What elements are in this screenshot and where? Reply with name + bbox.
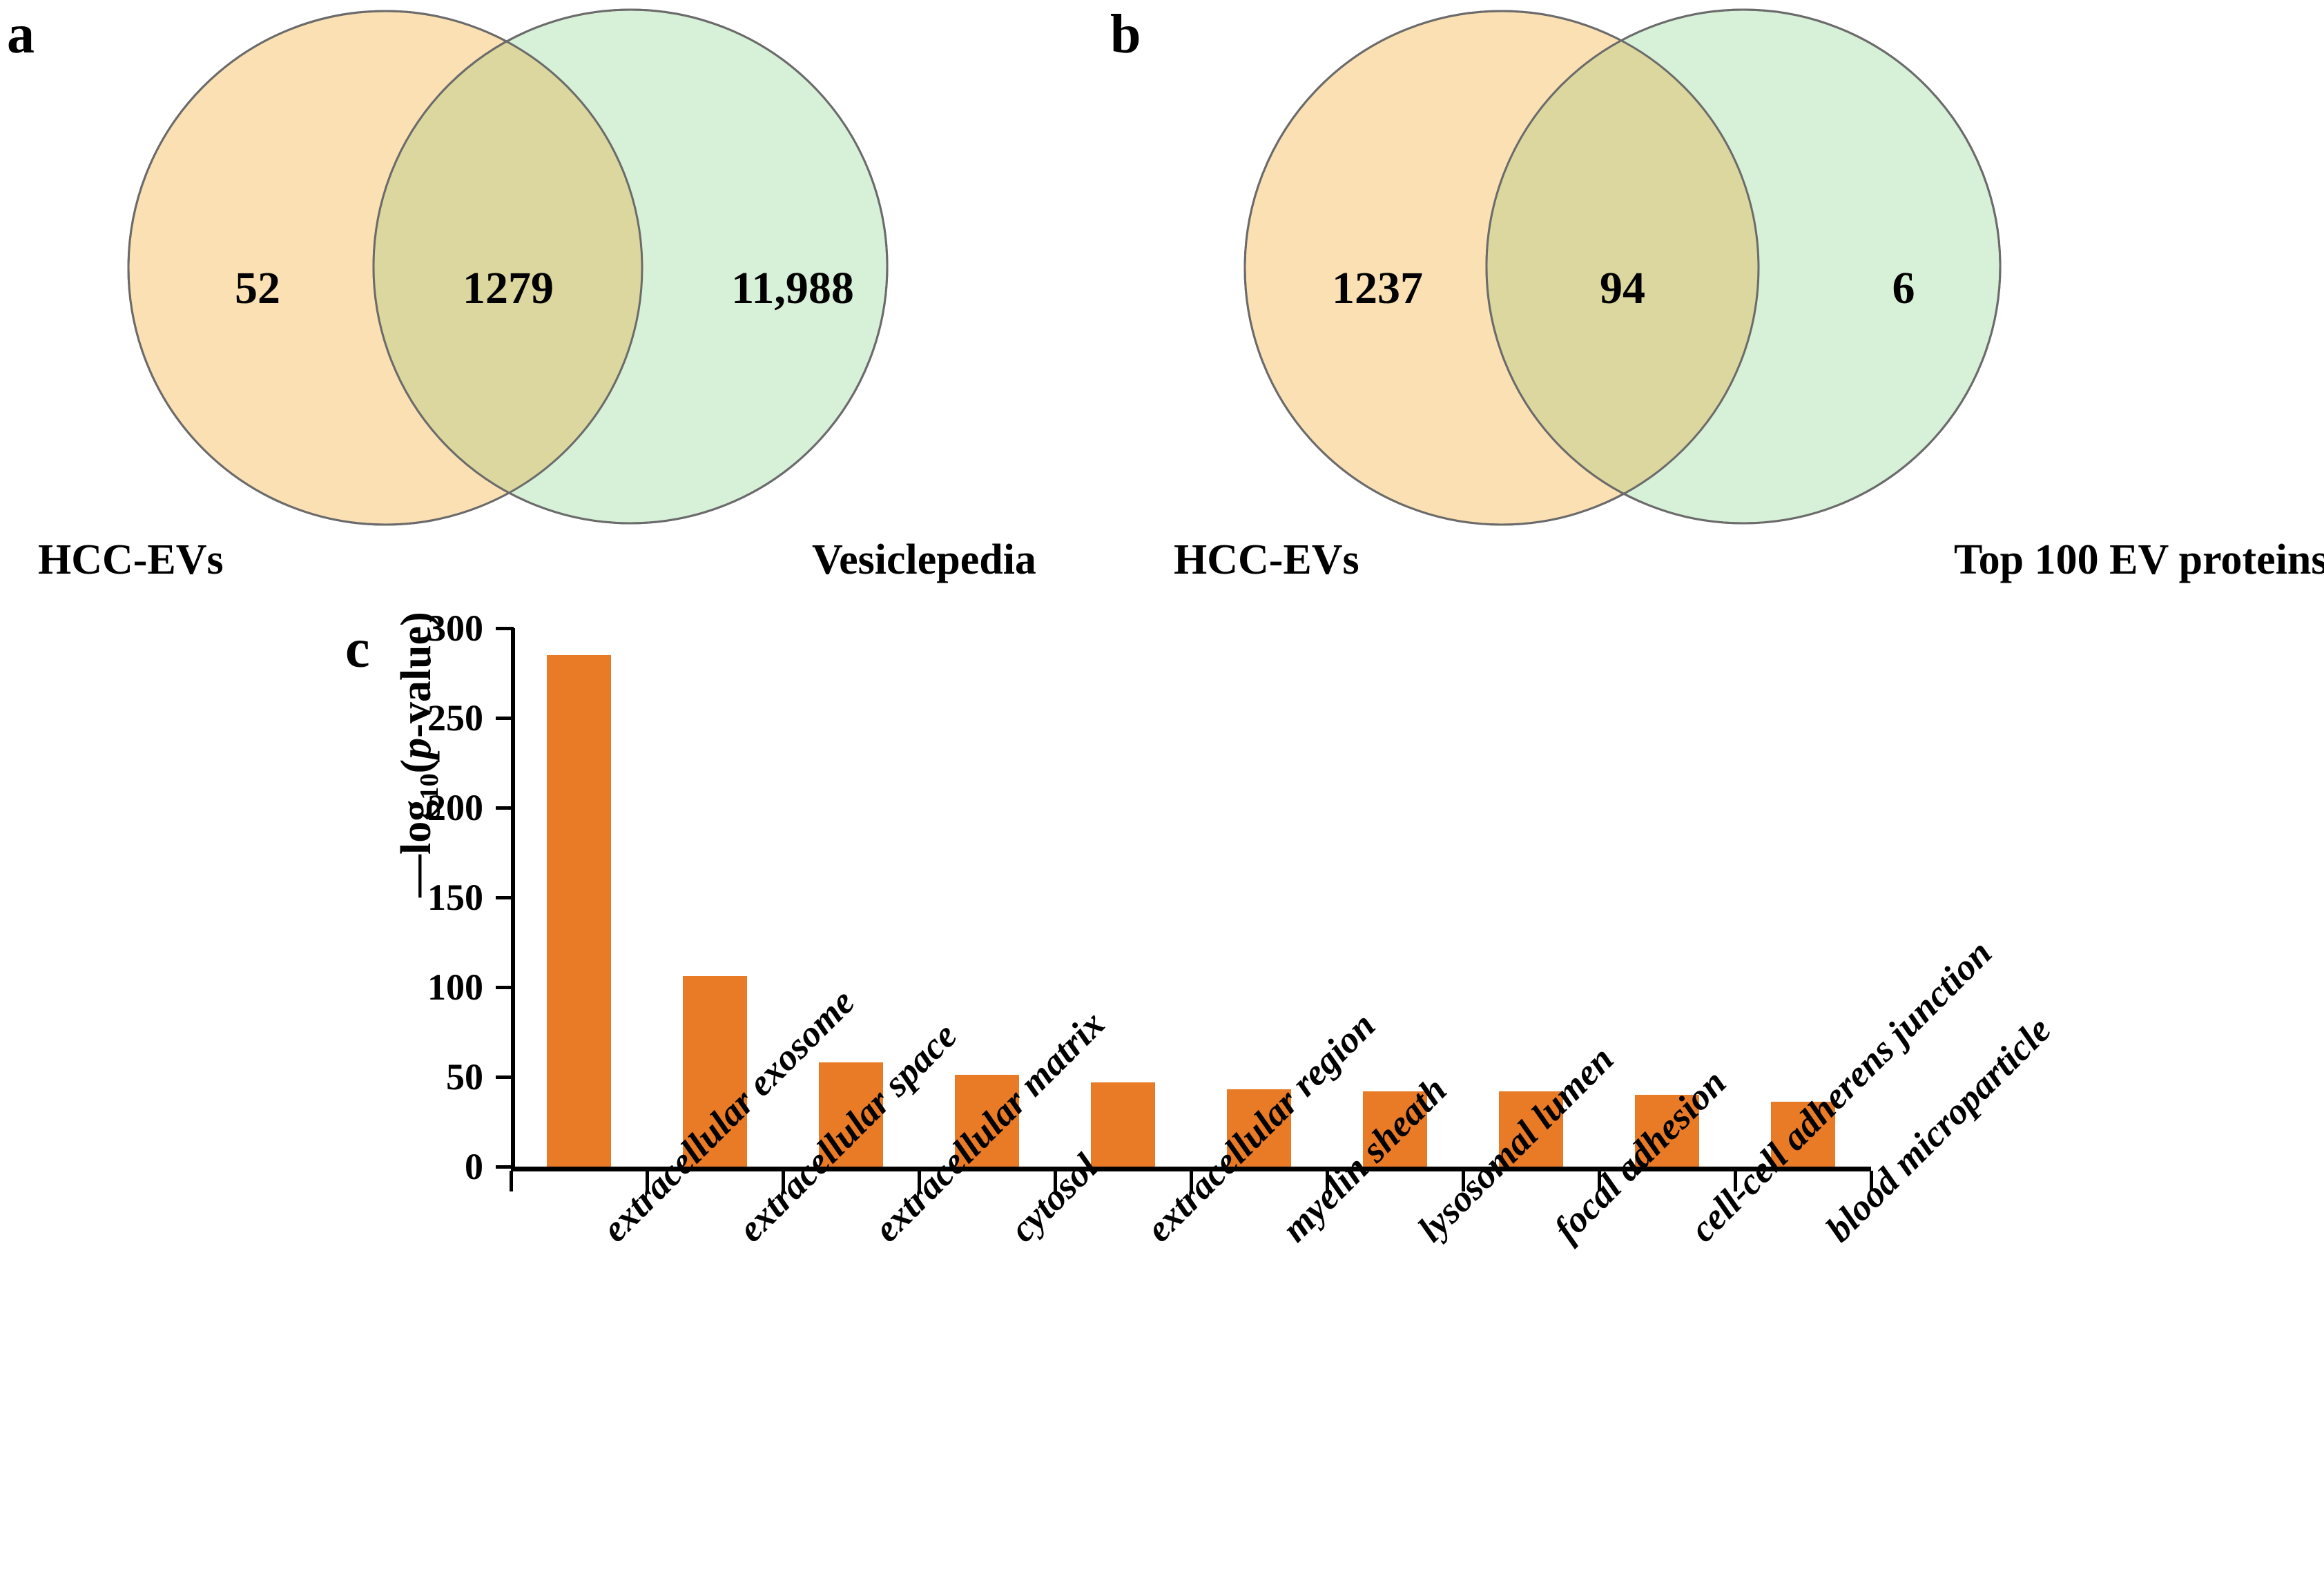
plot-area: 0 50 100 150 200 250 300 [427,610,1873,1191]
y-tick-label: 300 [427,607,483,649]
venn-a-left-outline [127,10,643,526]
y-tick [496,627,514,630]
venn-b-left-label: HCC-EVs [1174,536,1359,583]
y-tick [496,986,514,989]
x-tick [1734,1171,1737,1191]
venn-diagram-a: 52 1279 11,988 [61,6,1069,530]
x-axis-line [511,1167,1871,1171]
bar [819,1062,883,1167]
venn-a-intersection-count: 1279 [463,263,554,313]
bar [1363,1091,1427,1167]
x-tick [1054,1171,1057,1191]
bar [1771,1102,1835,1167]
venn-b-right-label: Top 100 EV proteins [1954,536,2324,583]
venn-a-right-outline [372,8,889,525]
venn-a-left-label: HCC-EVs [38,536,224,583]
x-tick [1870,1171,1873,1191]
venn-b-left-count: 1237 [1332,263,1423,313]
y-tick [496,1075,514,1079]
venn-a-left-count: 52 [235,263,280,313]
y-tick [496,806,514,810]
venn-a-overlap [374,11,642,523]
y-tick [496,1165,514,1169]
x-tick [1462,1171,1465,1191]
x-tick [782,1171,785,1191]
x-tick [1326,1171,1329,1191]
bar [1635,1095,1699,1167]
y-axis-title-italic: p [393,737,440,759]
venn-a-svg [127,8,889,526]
x-tick [1598,1171,1601,1191]
bar [955,1075,1019,1167]
panel-a-letter: a [7,4,35,65]
bar [547,655,611,1167]
y-tick [496,896,514,899]
venn-b-right-count: 6 [1892,263,1915,313]
x-tick [510,1171,513,1191]
panel-b-letter: b [1110,4,1141,65]
venn-b-overlap [1487,11,1759,523]
venn-b-svg [1243,8,2002,526]
y-tick-label: 0 [465,1146,483,1187]
bar [1227,1089,1291,1167]
y-tick-label: 150 [427,877,483,918]
bar [683,976,747,1167]
venn-diagram-b: 1237 94 6 [1198,6,2234,530]
venn-a-right-label: Vesiclepedia [812,536,1036,583]
x-tick [918,1171,921,1191]
y-tick-label: 50 [446,1056,483,1098]
venn-b-left-outline [1243,10,1760,526]
venn-b-right-outline [1485,8,2002,525]
y-axis-title: —log10(p-value) [393,612,444,897]
venn-a-right-count: 11,988 [731,263,854,313]
bar [1499,1091,1563,1167]
panel-c-letter: c [345,619,370,679]
venn-b-intersection-count: 94 [1600,263,1645,313]
y-axis-title-open: ( [393,759,440,774]
bar [1091,1082,1155,1167]
y-tick [496,717,514,720]
y-tick-label: 100 [427,966,483,1008]
x-tick [646,1171,649,1191]
x-tick [1190,1171,1193,1191]
y-tick-label: 250 [427,697,483,739]
y-tick-label: 200 [427,787,483,828]
